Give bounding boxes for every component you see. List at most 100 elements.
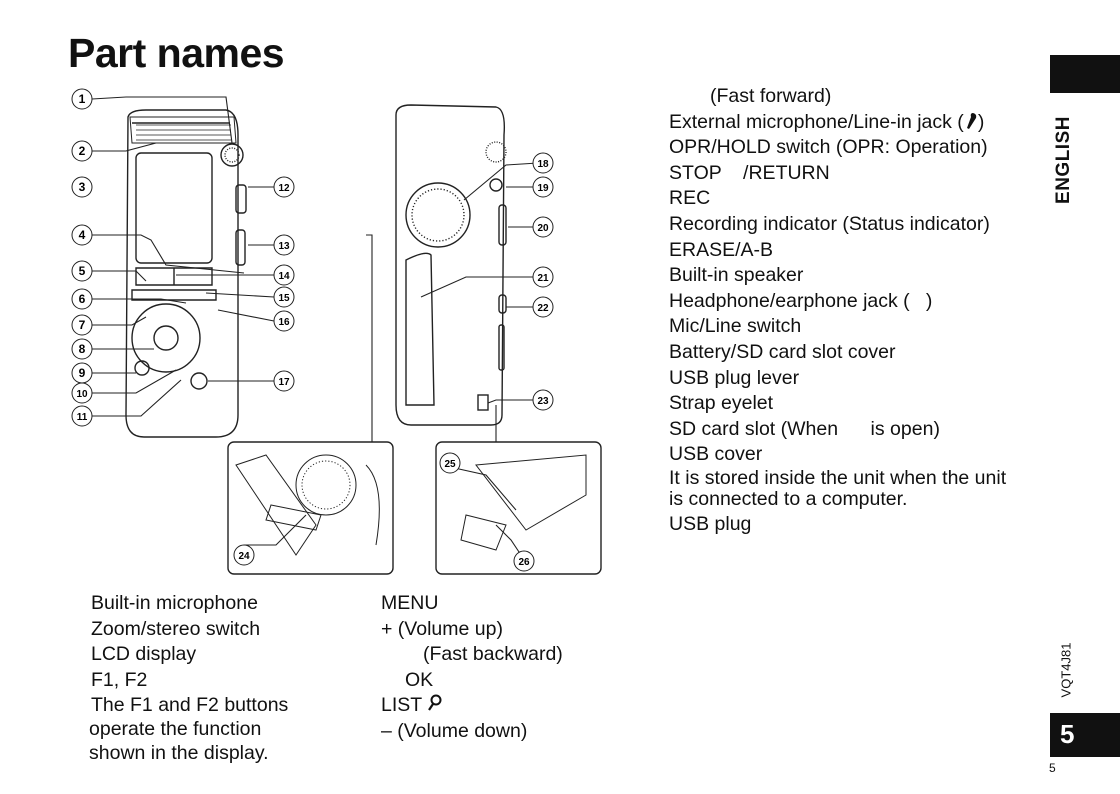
list-item: Strap eyelet bbox=[669, 392, 774, 415]
svg-text:3: 3 bbox=[79, 180, 86, 194]
leader-lines bbox=[91, 96, 539, 556]
list-item-note: is connected to a computer. bbox=[669, 487, 908, 510]
list-item: LCD display bbox=[91, 643, 197, 666]
callout-14: 14 bbox=[273, 264, 295, 286]
callout-23: 23 bbox=[532, 389, 554, 411]
svg-text:8: 8 bbox=[79, 342, 86, 356]
callout-4: 4 bbox=[71, 224, 93, 246]
list-item: Recording indicator (Status indicator) bbox=[669, 212, 990, 235]
list-item: Mic/Line switch bbox=[669, 315, 802, 338]
list-item: USB cover bbox=[669, 443, 763, 466]
callout-3: 3 bbox=[71, 176, 93, 198]
list-item: External microphone/Line-in jack () bbox=[669, 110, 985, 133]
svg-text:15: 15 bbox=[278, 293, 290, 304]
svg-text:13: 13 bbox=[278, 241, 290, 252]
svg-text:12: 12 bbox=[278, 183, 290, 194]
page-title: Part names bbox=[68, 30, 285, 76]
inset-sd-slot bbox=[227, 441, 394, 575]
callout-8: 8 bbox=[71, 338, 93, 360]
list-item-note: It is stored inside the unit when the un… bbox=[669, 466, 1007, 489]
list-item: MENU bbox=[381, 592, 439, 614]
svg-text:10: 10 bbox=[76, 389, 88, 400]
list-item: Built-in microphone bbox=[91, 592, 258, 614]
svg-text:26: 26 bbox=[518, 557, 530, 568]
svg-text:16: 16 bbox=[278, 317, 290, 328]
svg-text:21: 21 bbox=[537, 273, 549, 284]
inset-usb-plug bbox=[435, 441, 602, 575]
callout-15: 15 bbox=[273, 286, 295, 308]
svg-text:18: 18 bbox=[537, 159, 549, 170]
svg-text:2: 2 bbox=[79, 144, 86, 158]
svg-text:9: 9 bbox=[79, 366, 86, 380]
parts-list-right: (Fast forward) External microphone/Line-… bbox=[669, 84, 1006, 538]
callout-2: 2 bbox=[71, 140, 93, 162]
callout-24: 24 bbox=[233, 544, 255, 566]
list-item-note: operate the function bbox=[89, 718, 262, 741]
list-item: OK bbox=[405, 668, 434, 691]
svg-text:23: 23 bbox=[537, 396, 549, 407]
list-item: – (Volume down) bbox=[381, 719, 528, 742]
list-item: Built-in speaker bbox=[669, 264, 804, 287]
list-item: STOP /RETURN bbox=[669, 161, 830, 184]
list-item: SD card slot (When is open) bbox=[669, 417, 940, 440]
svg-text:22: 22 bbox=[537, 303, 549, 314]
callout-25: 25 bbox=[439, 452, 461, 474]
list-item: OPR/HOLD switch (OPR: Operation) bbox=[669, 136, 988, 159]
svg-text:24: 24 bbox=[238, 551, 250, 562]
list-item: Zoom/stereo switch bbox=[91, 617, 261, 640]
list-item: (Fast backward) bbox=[423, 643, 563, 666]
back-view bbox=[395, 104, 507, 426]
callout-11: 11 bbox=[71, 405, 93, 427]
callout-18: 18 bbox=[532, 152, 554, 174]
svg-text:11: 11 bbox=[77, 412, 88, 423]
callout-26: 26 bbox=[513, 550, 535, 572]
svg-text:20: 20 bbox=[537, 223, 549, 234]
parts-list-middle: MENU + (Volume up) (Fast backward) OK LI… bbox=[381, 591, 563, 745]
callout-13: 13 bbox=[273, 234, 295, 256]
callout-22: 22 bbox=[532, 296, 554, 318]
callout-17: 17 bbox=[273, 370, 295, 392]
list-item: (Fast forward) bbox=[710, 85, 832, 107]
page-number-box: 5 bbox=[1050, 713, 1120, 757]
list-item: Headphone/earphone jack ( ) bbox=[669, 289, 933, 312]
svg-text:1: 1 bbox=[79, 92, 86, 106]
callout-10: 10 bbox=[71, 382, 93, 404]
language-tab-bar bbox=[1050, 55, 1120, 93]
list-item: USB plug bbox=[669, 512, 752, 535]
device-illustration: 1 2 3 4 5 6 7 8 9 10 11 12 13 14 15 16 1… bbox=[71, 88, 602, 575]
list-item: Battery/SD card slot cover bbox=[669, 340, 896, 363]
callout-20: 20 bbox=[532, 216, 554, 238]
callout-1: 1 bbox=[71, 88, 93, 110]
list-item: F1, F2 bbox=[91, 668, 148, 691]
callout-16: 16 bbox=[273, 310, 295, 332]
microphone-icon bbox=[966, 112, 977, 129]
language-label: ENGLISH bbox=[1053, 116, 1074, 204]
list-item: LIST bbox=[381, 693, 563, 719]
list-item: ERASE/A-B bbox=[669, 238, 774, 261]
svg-text:6: 6 bbox=[79, 292, 86, 306]
svg-text:19: 19 bbox=[537, 183, 549, 194]
svg-text:17: 17 bbox=[278, 377, 290, 388]
list-item: The F1 and F2 buttons bbox=[91, 694, 289, 717]
list-item-note: shown in the display. bbox=[89, 742, 269, 765]
svg-text:14: 14 bbox=[278, 271, 290, 282]
list-item: USB plug lever bbox=[669, 366, 800, 389]
list-item: REC bbox=[669, 187, 711, 210]
svg-text:4: 4 bbox=[79, 228, 86, 242]
front-view bbox=[125, 109, 247, 438]
callout-5: 5 bbox=[71, 260, 93, 282]
callout-21: 21 bbox=[532, 266, 554, 288]
svg-text:7: 7 bbox=[79, 318, 86, 332]
callout-6: 6 bbox=[71, 288, 93, 310]
document-code: VQT4J81 bbox=[1058, 642, 1074, 698]
magnifier-icon bbox=[428, 694, 442, 711]
callout-9: 9 bbox=[71, 362, 93, 384]
svg-text:5: 5 bbox=[79, 264, 86, 278]
callout-19: 19 bbox=[532, 176, 554, 198]
svg-text:25: 25 bbox=[444, 459, 456, 470]
page-number: 5 bbox=[1049, 761, 1056, 775]
callout-7: 7 bbox=[71, 314, 93, 336]
parts-list-left: Built-in microphone Zoom/stereo switch L… bbox=[89, 591, 288, 765]
callout-12: 12 bbox=[273, 176, 295, 198]
list-item: + (Volume up) bbox=[381, 617, 503, 640]
